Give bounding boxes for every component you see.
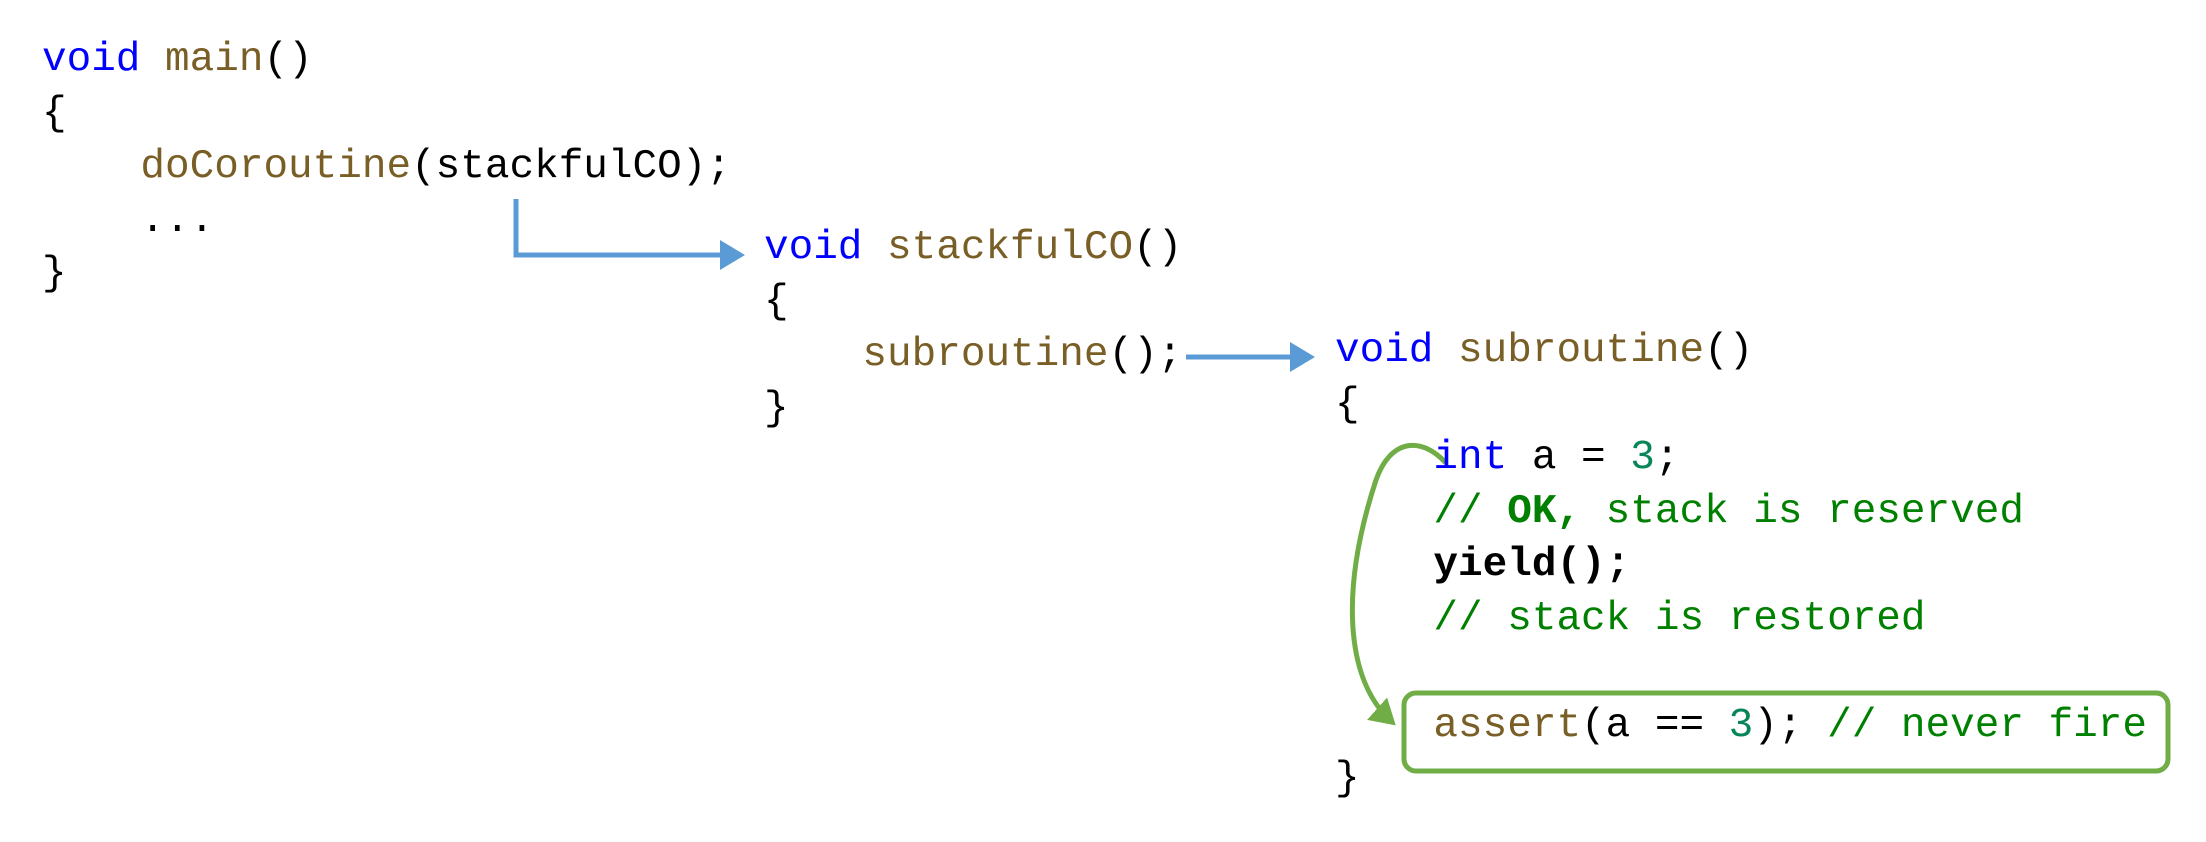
code-token: () xyxy=(1133,225,1183,271)
call-arrow-docoroutine-to-stackfulco xyxy=(513,199,745,270)
code-line: ... xyxy=(42,195,214,248)
code-token: subroutine xyxy=(862,332,1109,378)
code-token: stack is reserved xyxy=(1581,488,2024,535)
code-token: (a == xyxy=(1581,702,1729,749)
code-token: } xyxy=(42,251,67,297)
code-line: // OK, stack is reserved xyxy=(1335,486,2024,539)
code-line: void stackfulCO() xyxy=(764,222,1182,275)
code-token: int xyxy=(1433,435,1508,481)
code-token xyxy=(1433,328,1458,374)
code-token: void xyxy=(764,225,863,271)
code-token xyxy=(764,332,862,378)
code-line: // stack is restored xyxy=(1335,593,1926,646)
code-token: // never fire xyxy=(1827,702,2147,749)
code-line: } xyxy=(1335,753,1360,806)
code-token: { xyxy=(764,278,789,325)
code-token: // xyxy=(1433,488,1508,535)
code-token: () xyxy=(263,37,313,83)
code-token: yield(); xyxy=(1433,542,1631,588)
code-token: stackfulCO xyxy=(887,225,1134,271)
code-token: (stackfulCO); xyxy=(411,144,731,190)
code-token: a = xyxy=(1507,435,1631,481)
code-token: assert xyxy=(1433,702,1582,749)
code-line: } xyxy=(42,248,67,301)
code-token xyxy=(42,144,140,190)
code-line: yield(); xyxy=(1335,539,1630,592)
code-token xyxy=(1335,542,1433,588)
code-line: } xyxy=(764,383,789,436)
code-line: subroutine(); xyxy=(764,329,1182,382)
code-token: void xyxy=(42,37,141,83)
code-token xyxy=(140,37,165,83)
code-line: int a = 3; xyxy=(1335,432,1679,485)
code-token: () xyxy=(1704,328,1754,374)
code-token: subroutine xyxy=(1458,328,1705,374)
code-token: doCoroutine xyxy=(140,144,412,190)
code-token: { xyxy=(1335,381,1360,428)
code-line: { xyxy=(42,88,67,141)
code-token: ; xyxy=(1654,435,1680,481)
code-token: 3 xyxy=(1630,435,1655,481)
code-token: } xyxy=(1335,756,1360,802)
code-token: OK, xyxy=(1507,488,1582,535)
code-token xyxy=(1335,435,1433,481)
code-token: ... xyxy=(42,197,215,244)
resume-arrow-curve xyxy=(1349,442,1448,726)
code-token: void xyxy=(1335,328,1434,374)
code-line: assert(a == 3); // never fire xyxy=(1335,700,2147,753)
code-token xyxy=(862,225,887,271)
code-token: ); xyxy=(1753,702,1828,749)
code-line: { xyxy=(764,276,789,329)
code-token xyxy=(1335,596,1433,642)
code-token: main xyxy=(165,37,264,83)
code-line: doCoroutine(stackfulCO); xyxy=(42,141,731,194)
code-token: { xyxy=(42,90,67,137)
code-token: (); xyxy=(1108,332,1183,378)
code-line: { xyxy=(1335,379,1360,432)
assert-highlight-box xyxy=(1401,690,2171,774)
code-line: void subroutine() xyxy=(1335,325,1753,378)
code-token: 3 xyxy=(1728,702,1754,749)
code-token xyxy=(1335,489,1433,535)
code-token: // stack is restored xyxy=(1433,595,1926,642)
code-token: } xyxy=(764,385,789,432)
code-line: void main() xyxy=(42,34,313,87)
code-token xyxy=(1335,703,1433,749)
